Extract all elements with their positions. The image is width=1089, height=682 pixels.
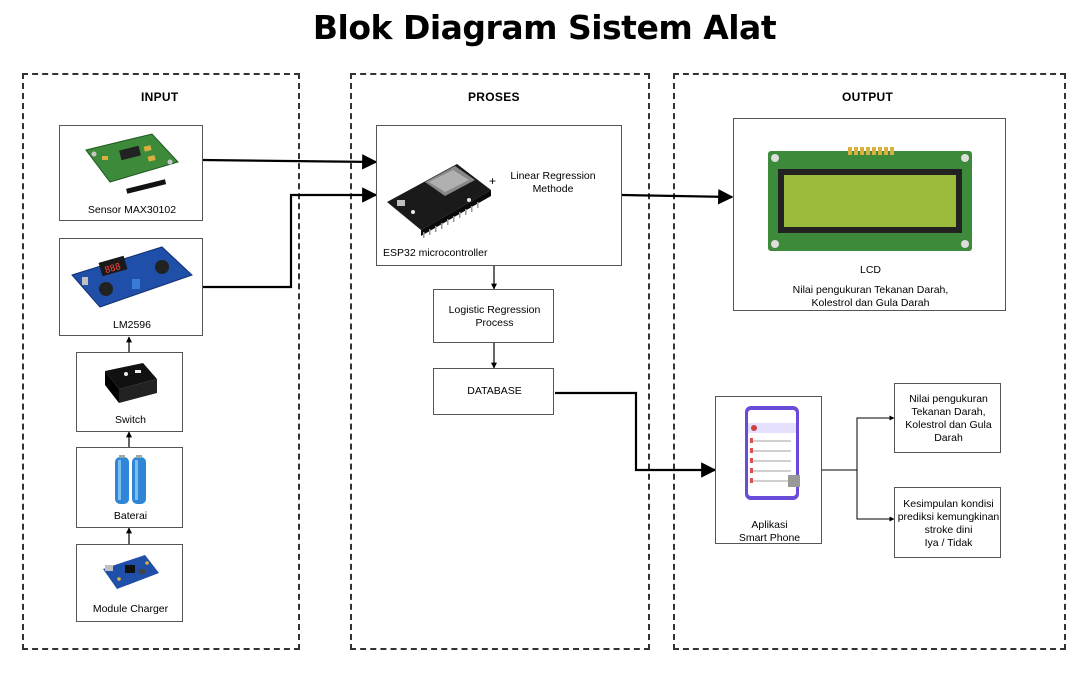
esp32-to-lcd-arrow — [621, 189, 734, 205]
output-label: OUTPUT — [842, 90, 894, 104]
result-measurement-label: Nilai pengukuran Tekanan Darah, Kolestro… — [905, 393, 992, 445]
output-section — [673, 73, 1066, 650]
baterai-box: Baterai — [76, 447, 183, 528]
sensor-to-esp32-arrow — [201, 154, 378, 170]
sensor-box: Sensor MAX30102 — [59, 125, 203, 221]
logistic-regression-box: Logistic Regression Process — [433, 289, 554, 343]
sensor-board-icon — [85, 133, 179, 194]
proses-section — [350, 73, 650, 650]
esp32-label: ESP32 microcontroller — [383, 247, 488, 259]
lcd-module-icon — [768, 147, 972, 251]
esp32-board-icon — [387, 164, 491, 238]
switch-label: Switch — [115, 414, 146, 426]
esp32-box: + Linear Regression Methode ESP32 microc… — [376, 125, 622, 266]
result-measurement-box: Nilai pengukuran Tekanan Darah, Kolestro… — [894, 383, 1001, 453]
database-label: DATABASE — [467, 385, 522, 397]
proses-label: PROSES — [468, 90, 520, 104]
svg-text:888: 888 — [104, 262, 122, 276]
input-section — [22, 73, 300, 650]
charger-board-icon — [103, 555, 159, 589]
app-label: Aplikasi Smart Phone — [738, 519, 801, 545]
app-box: Aplikasi Smart Phone — [715, 396, 822, 544]
database-box: DATABASE — [433, 368, 554, 415]
sensor-label: Sensor MAX30102 — [87, 204, 177, 216]
lm2596-box: 888 LM2596 — [59, 238, 203, 336]
database-to-app-arrow — [555, 391, 717, 478]
baterai-label: Baterai — [113, 510, 148, 522]
input-label: INPUT — [141, 90, 179, 104]
lcd-description: Nilai pengukuran Tekanan Darah, Kolestro… — [792, 284, 949, 310]
logistic-regression-label: Logistic Regression Process — [448, 304, 541, 330]
linear-regression-label: Linear Regression Methode — [510, 170, 596, 196]
switch-box: Switch — [76, 352, 183, 432]
app-to-results-branch — [822, 415, 895, 471]
regulator-board-icon: 888 — [71, 246, 193, 308]
lm2596-to-esp32-arrow — [202, 187, 378, 289]
lcd-title: LCD — [859, 264, 881, 276]
battery-icon — [115, 455, 146, 504]
lm2596-label: LM2596 — [113, 319, 151, 331]
lcd-box: LCD Nilai pengukuran Tekanan Darah, Kole… — [733, 118, 1006, 311]
switch-icon — [105, 363, 157, 403]
charger-box: Module Charger — [76, 544, 183, 622]
result-prediction-label: Kesimpulan kondisi prediksi kemungkinan … — [897, 498, 1000, 550]
plus-sign: + — [489, 174, 497, 188]
charger-label: Module Charger — [92, 603, 169, 615]
smartphone-icon — [745, 406, 800, 500]
diagram-title: Blok Diagram Sistem Alat — [312, 8, 777, 47]
result-prediction-box: Kesimpulan kondisi prediksi kemungkinan … — [894, 487, 1001, 558]
